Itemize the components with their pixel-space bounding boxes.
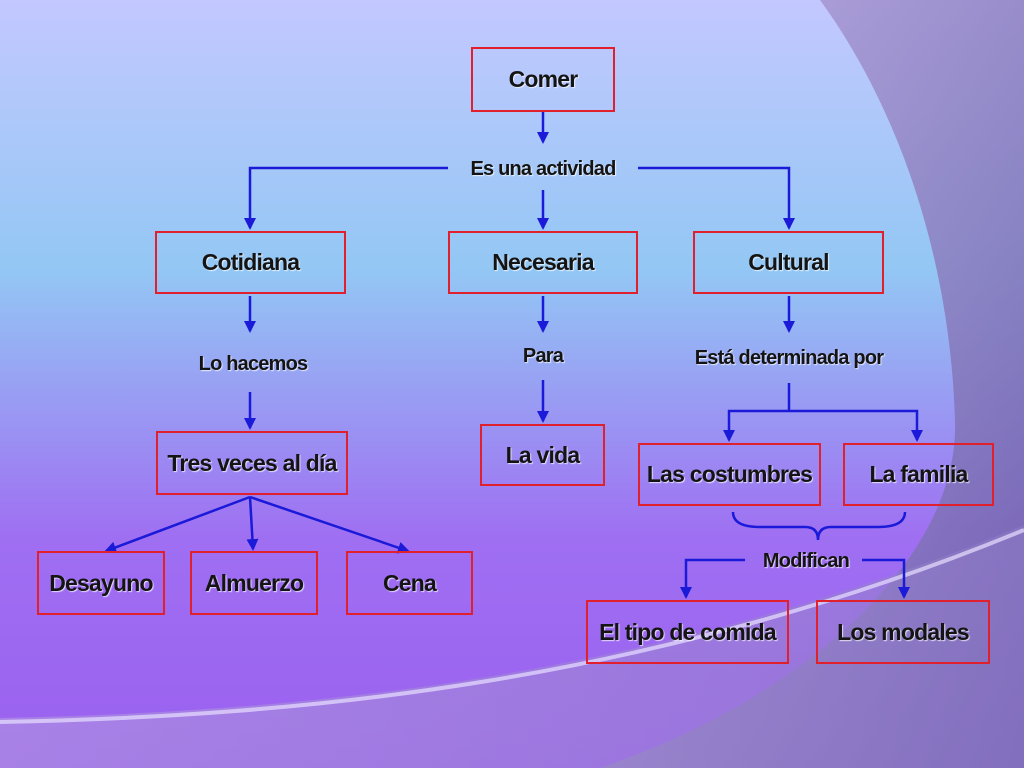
node-cena: Cena <box>346 551 473 615</box>
arrow-actividad-to-cotidiana <box>244 166 448 230</box>
node-la-familia: La familia <box>843 443 994 506</box>
node-tres-veces-al-dia: Tres veces al día <box>156 431 348 495</box>
label-modifican: Modifican <box>762 550 850 572</box>
node-necesaria: Necesaria <box>448 231 638 294</box>
node-el-tipo-de-comida: El tipo de comida <box>586 600 789 664</box>
arrow-modifican-to-tipo <box>680 558 745 599</box>
node-las-costumbres: Las costumbres <box>638 443 821 506</box>
node-cotidiana: Cotidiana <box>155 231 346 294</box>
label-esta-determinada-por: Está determinada por <box>694 347 884 369</box>
arrow-determinada-to-familia <box>789 409 923 442</box>
arrow-tresveces-to-cena <box>249 495 410 554</box>
label-es-una-actividad: Es una actividad <box>470 158 616 180</box>
arrow-tresveces-to-desayuno <box>104 495 251 554</box>
arrow-tresveces-to-almuerzo <box>246 496 259 551</box>
arrow-determinada-to-costumbres <box>723 409 789 442</box>
node-desayuno: Desayuno <box>37 551 165 615</box>
arrow-actividad-to-cultural <box>638 166 795 230</box>
arrow-modifican-to-modales <box>862 558 910 599</box>
label-para: Para <box>522 345 564 367</box>
node-la-vida: La vida <box>480 424 605 486</box>
node-cultural: Cultural <box>693 231 884 294</box>
label-lo-hacemos: Lo hacemos <box>198 353 309 375</box>
node-comer: Comer <box>471 47 615 112</box>
curly-brace <box>731 511 907 541</box>
node-los-modales: Los modales <box>816 600 990 664</box>
node-almuerzo: Almuerzo <box>190 551 318 615</box>
